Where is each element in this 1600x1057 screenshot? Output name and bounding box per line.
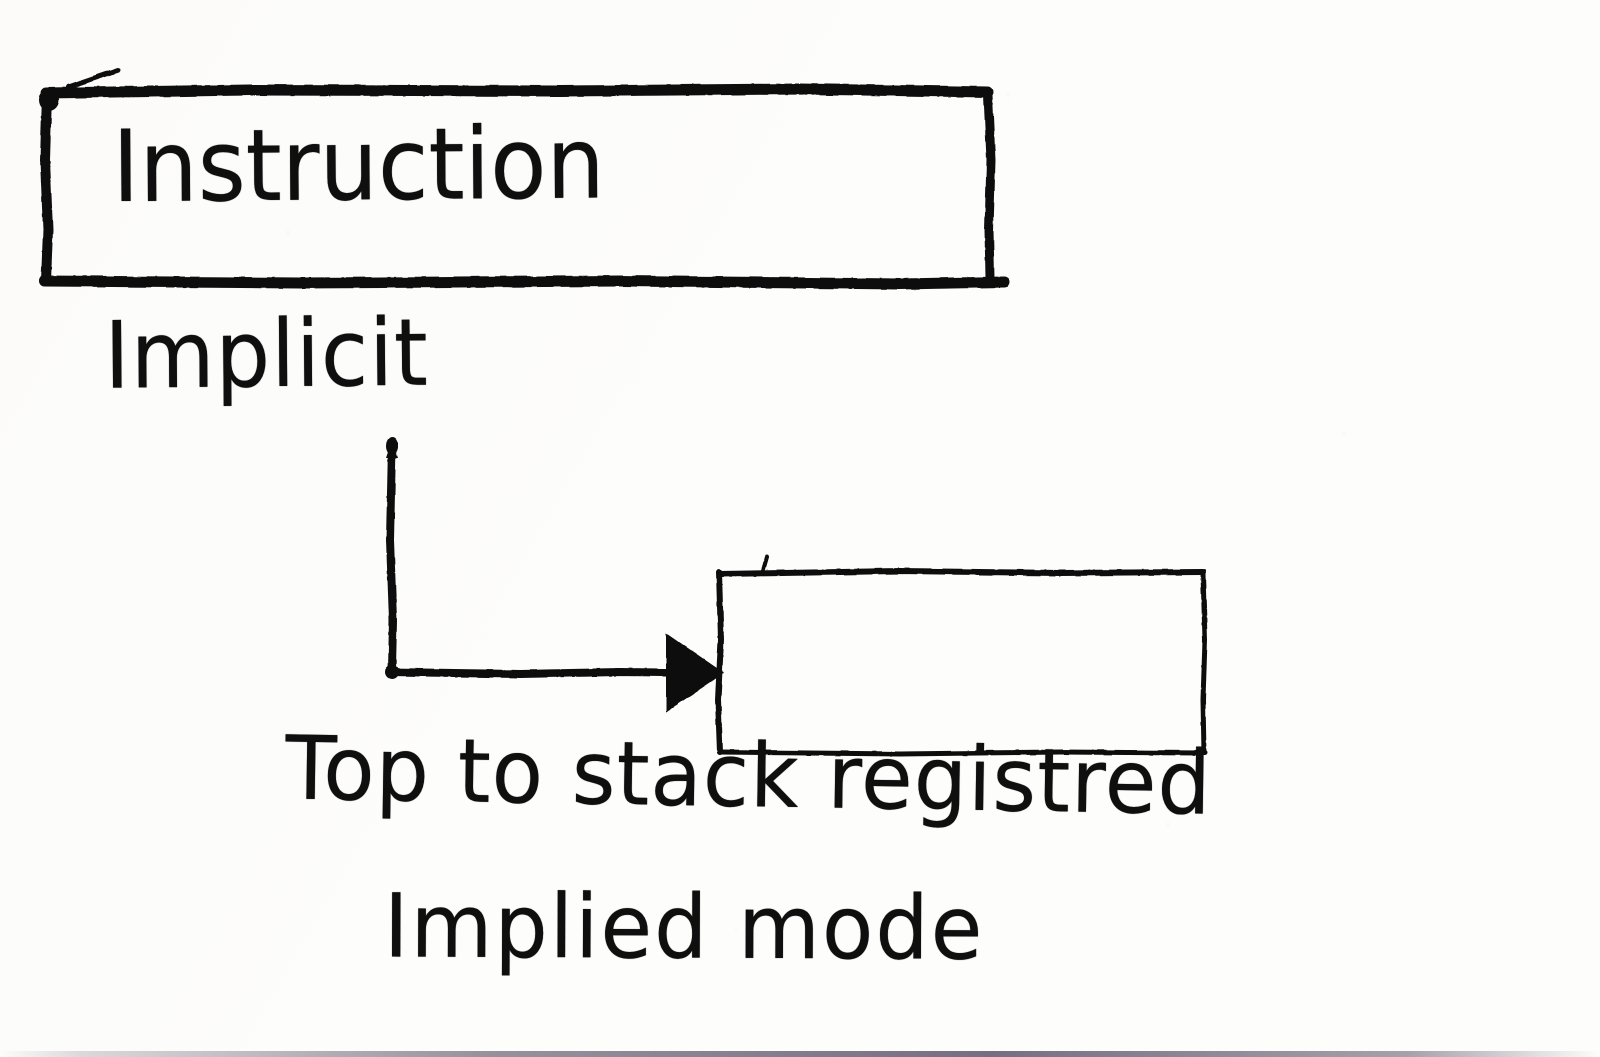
- stack-register-note: Top to stack registred: [284, 716, 1213, 835]
- instruction-box: [38, 67, 1010, 290]
- paper-bottom-edge: [0, 1051, 1600, 1057]
- instruction-box-label: Instruction: [111, 105, 606, 225]
- implicit-connector: [385, 437, 724, 712]
- implicit-label: Implicit: [103, 299, 430, 411]
- implied-mode-caption: Implied mode: [383, 874, 985, 980]
